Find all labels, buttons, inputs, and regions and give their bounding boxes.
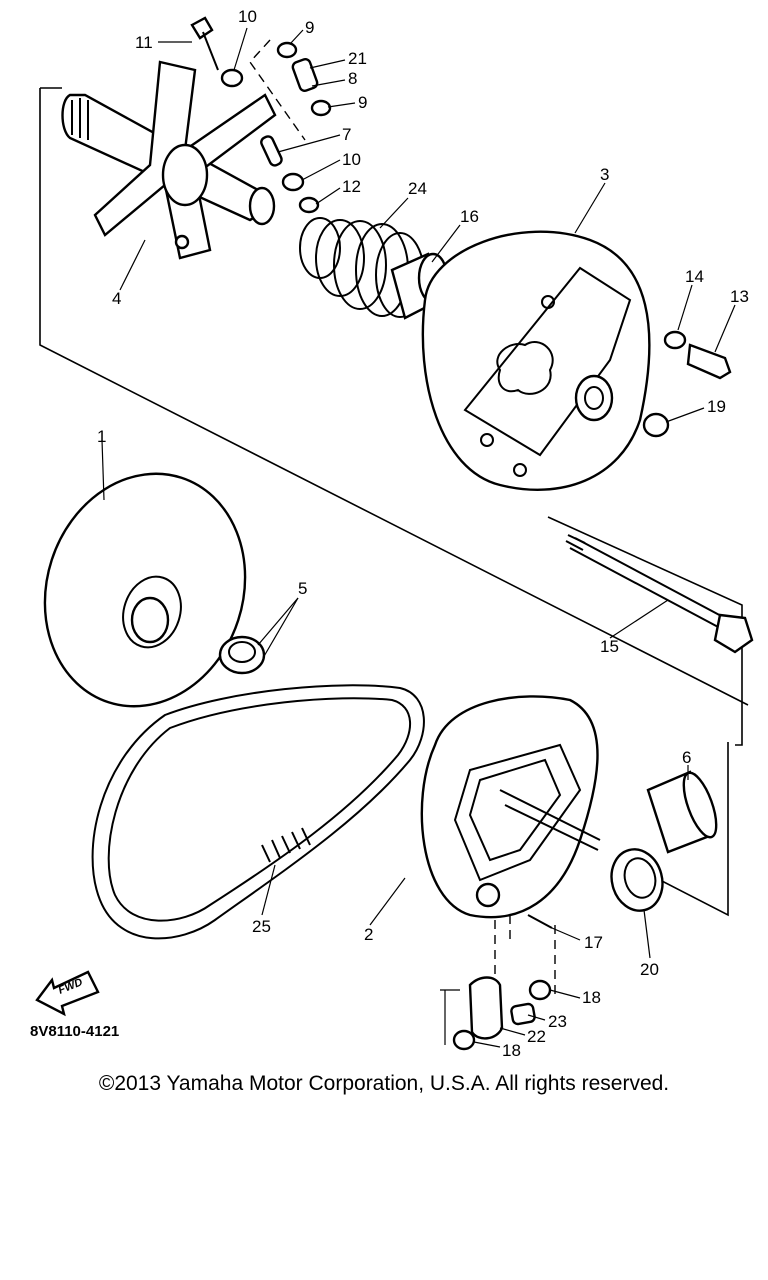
part-label-19: 19 <box>707 397 726 416</box>
part-label-9-bottom: 9 <box>358 93 367 112</box>
exploded-parts-diagram: FWD 11 10 9 21 <box>30 7 754 1060</box>
hardware-bolts-rollers <box>190 16 332 214</box>
part-label-23: 23 <box>548 1012 567 1031</box>
assembly-guide-lines <box>39 39 749 1045</box>
part-label-4: 4 <box>112 289 121 308</box>
part-label-7: 7 <box>342 125 351 144</box>
part-label-18-left: 18 <box>502 1041 521 1060</box>
part-label-9-top: 9 <box>305 18 314 37</box>
part-number-labels: 11 10 9 21 8 9 7 10 12 24 16 3 14 13 19 … <box>97 7 749 1060</box>
drawing-code: 8V8110-4121 <box>30 1023 119 1040</box>
sleeve-part <box>646 770 718 854</box>
part-label-17: 17 <box>584 933 603 952</box>
part-label-20: 20 <box>640 960 659 979</box>
part-label-10-top: 10 <box>238 7 257 26</box>
part-label-5: 5 <box>298 579 307 598</box>
collar-part <box>218 635 266 675</box>
weight-pin-parts <box>452 914 553 1051</box>
shaft-spider-part <box>61 60 277 260</box>
part-label-12: 12 <box>342 177 361 196</box>
part-label-15: 15 <box>600 637 619 656</box>
part-label-6: 6 <box>682 748 691 767</box>
part-label-25: 25 <box>252 917 271 936</box>
part-label-16: 16 <box>460 207 479 226</box>
leader-lines <box>101 27 736 1048</box>
part-label-21: 21 <box>348 49 367 68</box>
part-label-22: 22 <box>527 1027 546 1046</box>
part-label-2: 2 <box>364 925 373 944</box>
part-label-8: 8 <box>348 69 357 88</box>
part-label-11: 11 <box>135 33 153 52</box>
part-label-3: 3 <box>600 165 609 184</box>
part-label-14: 14 <box>685 267 704 286</box>
cover-part <box>421 230 651 491</box>
part-label-18-right: 18 <box>582 988 601 1007</box>
housing-part <box>420 695 601 919</box>
small-bolt-washer-parts <box>642 330 732 438</box>
long-bolt-part <box>565 534 754 654</box>
part-label-10-bottom: 10 <box>342 150 361 169</box>
copyright-notice: ©2013 Yamaha Motor Corporation, U.S.A. A… <box>98 1072 670 1095</box>
part-label-24: 24 <box>408 179 427 198</box>
forward-arrow-icon: FWD <box>35 970 100 1017</box>
ring-part <box>610 848 664 912</box>
drive-belt-part <box>91 684 425 940</box>
part-label-13: 13 <box>730 287 749 306</box>
part-label-1: 1 <box>97 427 106 446</box>
sheave-disk-part <box>43 472 247 708</box>
